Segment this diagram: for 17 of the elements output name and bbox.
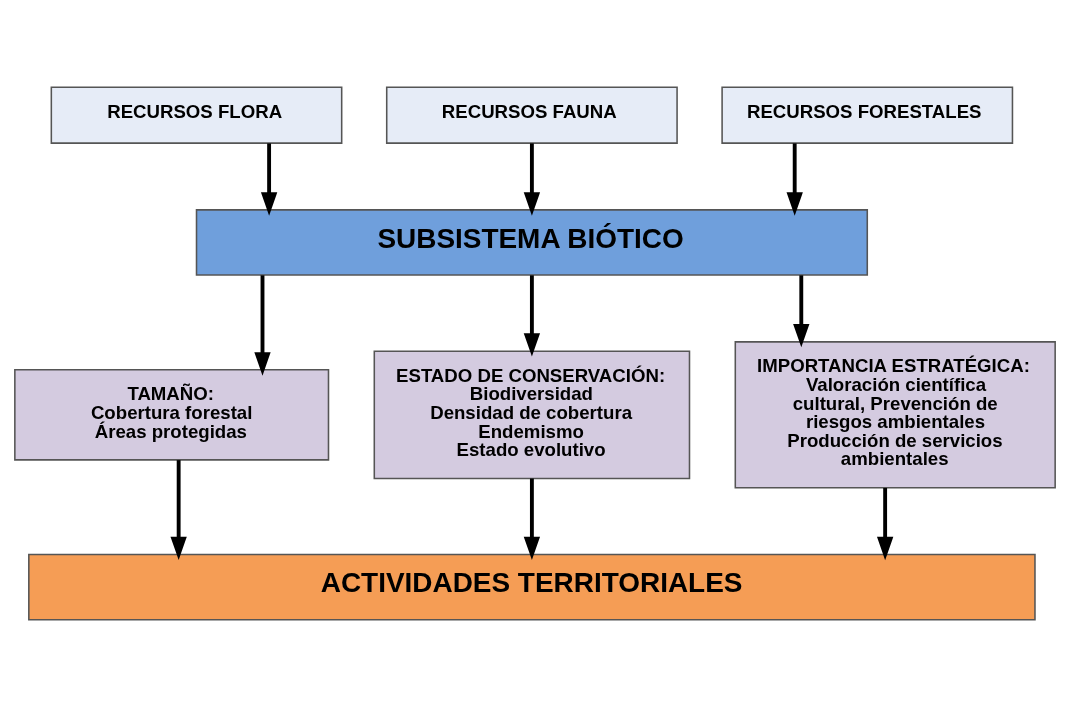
node-box: SUBSISTEMA BIÓTICO (195, 208, 869, 276)
node-box: RECURSOS FORESTALES (721, 85, 1014, 144)
node-box: TAMAÑO: Cobertura forestal Áreas protegidas (14, 368, 330, 461)
arrow (523, 142, 541, 216)
node-box: IMPORTANCIA ESTRATÉGICA: Valoración científica cultural, Prevención de riesgos ambientales Producción de servicios ambientales (734, 340, 1056, 489)
arrow (786, 142, 803, 216)
arrow (523, 478, 541, 560)
node-box: RECURSOS FLORA (50, 85, 343, 144)
node-box: RECURSOS FAUNA (385, 85, 678, 144)
arrow (170, 459, 187, 560)
arrow (254, 274, 271, 376)
node-box: ESTADO DE CONSERVACIÓN: Biodiversidad Densidad de cobertura Endemismo Estado evolutivo (373, 349, 691, 479)
arrow (793, 274, 810, 347)
arrow (523, 274, 541, 357)
node-box: ACTIVIDADES TERRITORIALES (28, 553, 1036, 621)
arrow (260, 142, 278, 216)
arrow (876, 487, 894, 560)
